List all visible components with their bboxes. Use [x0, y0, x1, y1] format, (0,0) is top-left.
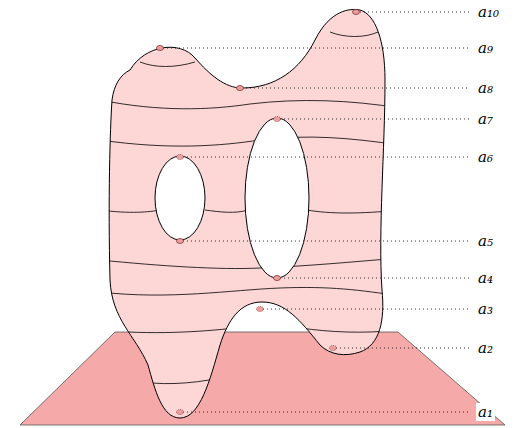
level-label: a₅ — [476, 232, 495, 250]
surface-outline — [109, 9, 385, 418]
large-hole — [245, 118, 309, 278]
small-hole — [155, 156, 205, 240]
level-label: a₁₀ — [476, 3, 501, 21]
critical-points — [157, 10, 360, 415]
surface-fill — [109, 9, 385, 418]
level-label: a₁ — [476, 403, 495, 421]
level-label: a₂ — [476, 339, 495, 357]
level-label: a₃ — [476, 300, 495, 318]
leader-lines — [163, 12, 470, 412]
level-label: a₉ — [476, 39, 495, 57]
level-label: a₆ — [476, 148, 495, 166]
level-curves — [100, 32, 400, 384]
ground-plane — [20, 332, 505, 425]
level-label: a₄ — [476, 269, 495, 287]
level-label: a₇ — [476, 110, 495, 128]
level-label: a₈ — [476, 79, 495, 97]
